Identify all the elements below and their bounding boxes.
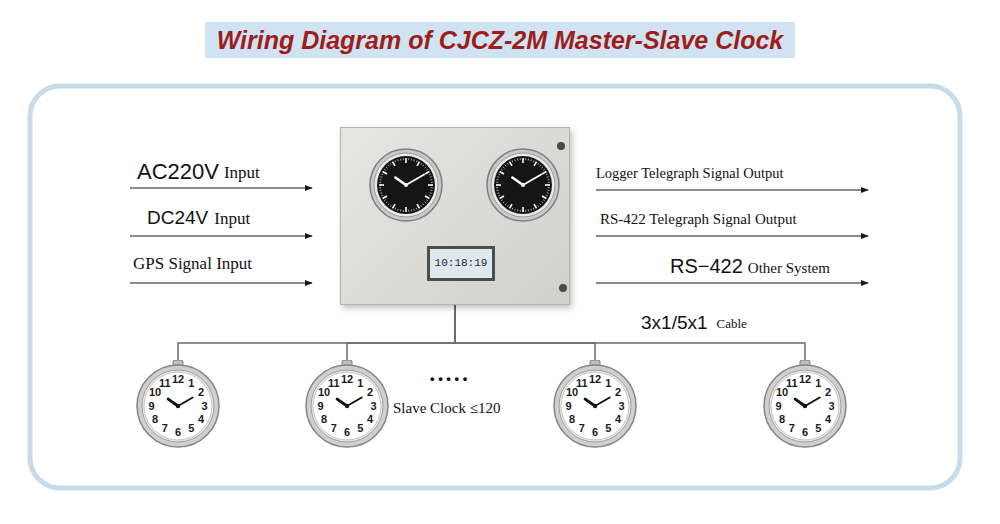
input-arrow (130, 282, 312, 283)
clock-numeral: 9 (775, 401, 781, 412)
clock-numeral: 8 (321, 414, 327, 425)
clock-numeral: 7 (789, 423, 795, 434)
slave-clock: 12 12 3 45678 9 1011 (761, 360, 849, 450)
clock-numeral: 11 (159, 378, 171, 389)
clock-numeral: 9 (148, 401, 154, 412)
cable-connector (178, 305, 455, 360)
clock-numeral: 3 (201, 401, 207, 412)
clock-numeral: 5 (357, 423, 363, 434)
cable-connector (455, 305, 595, 360)
output-name: RS-422 Telegraph Signal Output (600, 212, 797, 227)
clock-numeral: 1 (815, 378, 821, 389)
cable-spec: 3x1/5x1 (641, 313, 708, 332)
slave-clock: 12 12 3 45678 9 1011 (134, 360, 222, 450)
screw (557, 142, 565, 150)
clock-numeral: 8 (152, 414, 158, 425)
clock-numeral: 10 (566, 387, 578, 398)
master-clock-panel: 10:18:19 (340, 127, 570, 305)
clock-numeral: 2 (198, 387, 204, 398)
clock-numeral: 12 (799, 374, 811, 385)
input-arrow (130, 235, 312, 236)
output-arrow (596, 282, 868, 283)
screw (559, 284, 567, 292)
outer-frame (30, 86, 960, 488)
input-arrow (130, 187, 312, 188)
clock-numeral: 8 (779, 414, 785, 425)
clock-numeral: 4 (615, 414, 621, 425)
clock-numeral: 6 (802, 427, 808, 438)
clock-numeral: 12 (341, 374, 353, 385)
clock-numeral: 7 (579, 423, 585, 434)
clock-numeral: 3 (370, 401, 376, 412)
clock-numeral: 1 (357, 378, 363, 389)
clock-numeral: 11 (328, 378, 340, 389)
clock-numeral: 6 (344, 427, 350, 438)
master-clock-face (487, 149, 559, 221)
clock-numeral: 12 (172, 374, 184, 385)
clock-numeral: 11 (786, 378, 798, 389)
clock-numeral: 10 (318, 387, 330, 398)
cable-connector (455, 305, 805, 360)
clock-numeral: 9 (565, 401, 571, 412)
output-arrows (596, 190, 868, 283)
clock-numeral: 8 (569, 414, 575, 425)
clock-numeral: 7 (331, 423, 337, 434)
slave-clock: 12 12 3 45678 9 1011 (551, 360, 639, 450)
clock-numeral: 5 (188, 423, 194, 434)
clock-numeral: 2 (367, 387, 373, 398)
output-name: RS−422 (670, 256, 743, 276)
slave-clock: 12 12 3 45678 9 1011 (303, 360, 391, 450)
clock-numeral: 5 (605, 423, 611, 434)
input-arrows (130, 188, 312, 283)
clock-numeral: 3 (828, 401, 834, 412)
master-clock-face (370, 149, 442, 221)
clock-numeral: 4 (825, 414, 831, 425)
cable-word: Cable (717, 317, 747, 330)
lcd-display: 10:18:19 (427, 246, 496, 281)
output-arrow (596, 189, 868, 190)
clock-numeral: 2 (615, 387, 621, 398)
cable-connector (347, 305, 455, 360)
clock-numeral: 1 (605, 378, 611, 389)
input-word: Input (214, 210, 250, 227)
clock-numeral: 10 (776, 387, 788, 398)
clock-numeral: 12 (589, 374, 601, 385)
clock-numeral: 11 (576, 378, 588, 389)
clock-numeral: 9 (317, 401, 323, 412)
ellipsis-dots: • • • • • (430, 372, 467, 385)
diagram-title: Wiring Diagram of CJCZ-2M Master-Slave C… (205, 22, 796, 58)
clock-numeral: 5 (815, 423, 821, 434)
clock-numeral: 3 (618, 401, 624, 412)
input-name: GPS Signal Input (133, 255, 252, 272)
clock-numeral: 7 (162, 423, 168, 434)
clock-numeral: 2 (825, 387, 831, 398)
clock-numeral: 6 (592, 427, 598, 438)
input-name: AC220V (137, 161, 219, 183)
clock-numeral: 10 (149, 387, 161, 398)
clock-numeral: 4 (367, 414, 373, 425)
clock-numeral: 1 (188, 378, 194, 389)
slave-count-note: Slave Clock ≤120 (393, 401, 500, 416)
input-word: Input (224, 164, 260, 181)
clock-numeral: 4 (198, 414, 204, 425)
output-name: Logger Telegraph Signal Output (596, 166, 784, 181)
clock-numeral: 6 (175, 427, 181, 438)
output-word: Other System (748, 261, 830, 276)
input-name: DC24V (147, 208, 208, 227)
output-arrow (596, 235, 868, 236)
